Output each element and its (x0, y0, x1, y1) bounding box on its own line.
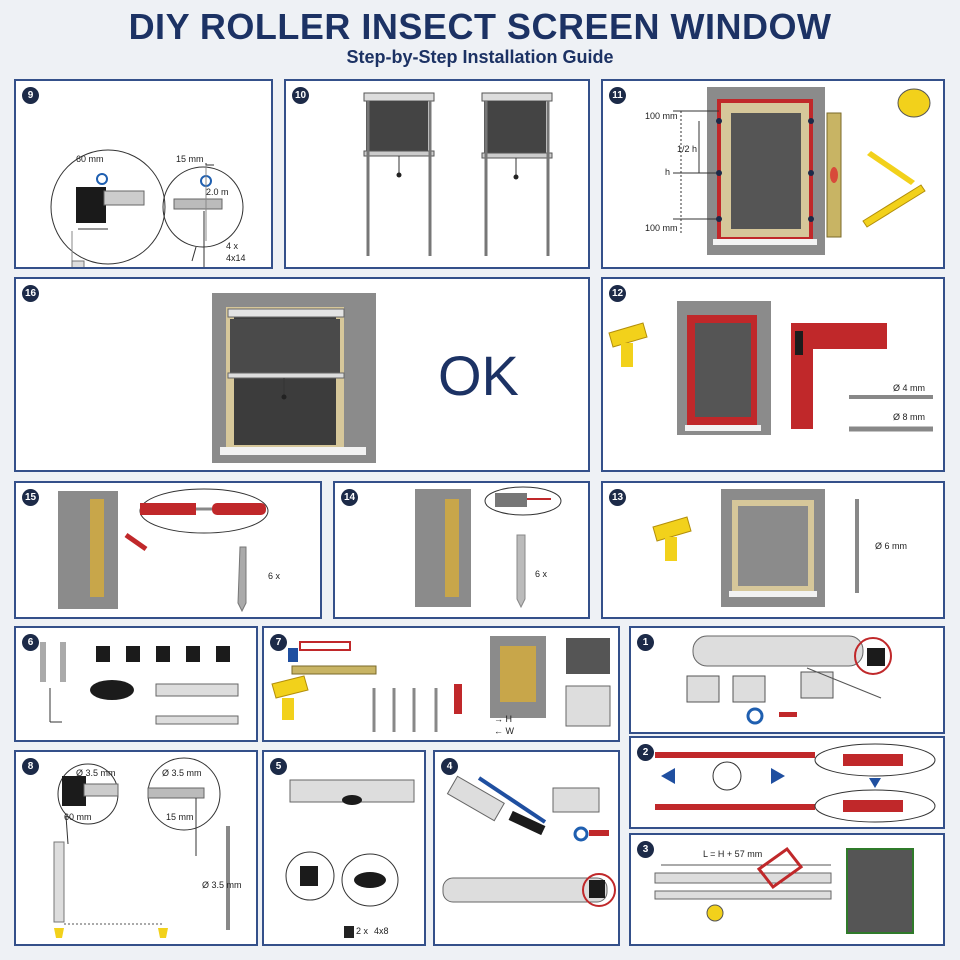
step-5-illustration (285, 779, 415, 938)
step-10-illustration (363, 92, 553, 256)
step-1-illustration (686, 635, 892, 725)
dimension-label: ← W (494, 726, 514, 736)
dimension-label: 2.0 m (206, 187, 229, 197)
step-number-badge: 8 (22, 758, 39, 775)
step-16-illustration (212, 293, 376, 463)
step-number-badge: 12 (609, 285, 626, 302)
ok-label: OK (438, 344, 519, 407)
step-number-badge: 6 (22, 634, 39, 651)
panel-step-6: 6 (14, 626, 258, 742)
step-number-badge: 2 (637, 744, 654, 761)
panel-step-3: 3 L = H + 57 mm (629, 833, 945, 946)
quantity-label: 4 x (226, 241, 239, 251)
dimension-label: h (665, 167, 671, 177)
panel-step-2: 2 (629, 736, 945, 829)
step-3-illustration (654, 846, 914, 934)
panel-step-13: 13 Ø 6 mm (601, 481, 945, 619)
step-number-badge: 11 (609, 87, 626, 104)
panel-step-4: 4 (433, 750, 620, 946)
step-9-illustration (50, 149, 244, 267)
step-number-badge: 13 (609, 489, 626, 506)
drill-size-label: Ø 3.5 mm (162, 768, 202, 778)
dimension-label: 15 mm (166, 812, 194, 822)
drill-size-label: Ø 4 mm (893, 383, 926, 393)
panel-step-10: 10 (284, 79, 590, 269)
drill-size-label: Ø 3.5 mm (76, 768, 116, 778)
step-number-badge: 1 (637, 634, 654, 651)
screw-size-label: 4x14 (226, 253, 246, 263)
step-number-badge: 15 (22, 489, 39, 506)
step-4-illustration (442, 775, 616, 907)
dimension-label: 15 mm (176, 154, 204, 164)
panel-step-5: 5 2 x 4x8 (262, 750, 426, 946)
dimension-label: 100 mm (645, 111, 678, 121)
page-subtitle: Step-by-Step Installation Guide (346, 47, 614, 67)
step-number-badge: 16 (22, 285, 39, 302)
drill-size-label: Ø 3.5 mm (202, 880, 242, 890)
step-number-badge: 10 (292, 87, 309, 104)
drill-size-label: Ø 8 mm (893, 412, 926, 422)
length-formula-label: L = H + 57 mm (703, 849, 763, 859)
panel-step-12: 12 Ø 4 mm Ø 8 mm (601, 277, 945, 472)
panel-step-1: 1 (629, 626, 945, 734)
quantity-label: 6 x (535, 569, 548, 579)
step-number-badge: 5 (270, 758, 287, 775)
step-12-illustration (608, 301, 933, 435)
dimension-label: 100 mm (645, 223, 678, 233)
step-number-badge: 3 (637, 841, 654, 858)
panel-step-8: 8 Ø 3.5 mm Ø 3.5 mm 60 mm 15 mm Ø 3.5 mm (14, 750, 258, 946)
dimension-label: 1/2 h (677, 144, 698, 154)
panel-step-15: 15 6 x (14, 481, 322, 619)
step-number-badge: 9 (22, 87, 39, 104)
quantity-label: 2 x (356, 926, 369, 936)
step-11-illustration (673, 87, 931, 255)
step-6-illustration (40, 642, 239, 725)
panel-step-16: 16 OK (14, 277, 590, 472)
step-number-badge: 4 (441, 758, 458, 775)
quantity-label: 6 x (268, 571, 281, 581)
panel-step-14: 14 6 x (333, 481, 590, 619)
screw-size-label: 4x8 (374, 926, 389, 936)
step-number-badge: 14 (341, 489, 358, 506)
drill-size-label: Ø 6 mm (875, 541, 908, 551)
step-7-illustration (271, 636, 611, 732)
dimension-label: → H (494, 714, 512, 724)
step-2-illustration (655, 743, 936, 823)
step-15-illustration (58, 488, 269, 613)
step-14-illustration (415, 486, 562, 609)
step-number-badge: 7 (270, 634, 287, 651)
dimension-label: 60 mm (64, 812, 92, 822)
page-title: DIY ROLLER INSECT SCREEN WINDOW (128, 6, 832, 47)
step-8-illustration (53, 757, 230, 938)
panel-step-9: 9 60 mm 15 mm 2.0 m 4 x 4x14 (14, 79, 273, 269)
dimension-label: 60 mm (76, 154, 104, 164)
panel-step-7: 7 → H ← W (262, 626, 620, 742)
panel-step-11: 11 100 mm 1/2 h h 100 mm (601, 79, 945, 269)
step-13-illustration (652, 489, 859, 607)
